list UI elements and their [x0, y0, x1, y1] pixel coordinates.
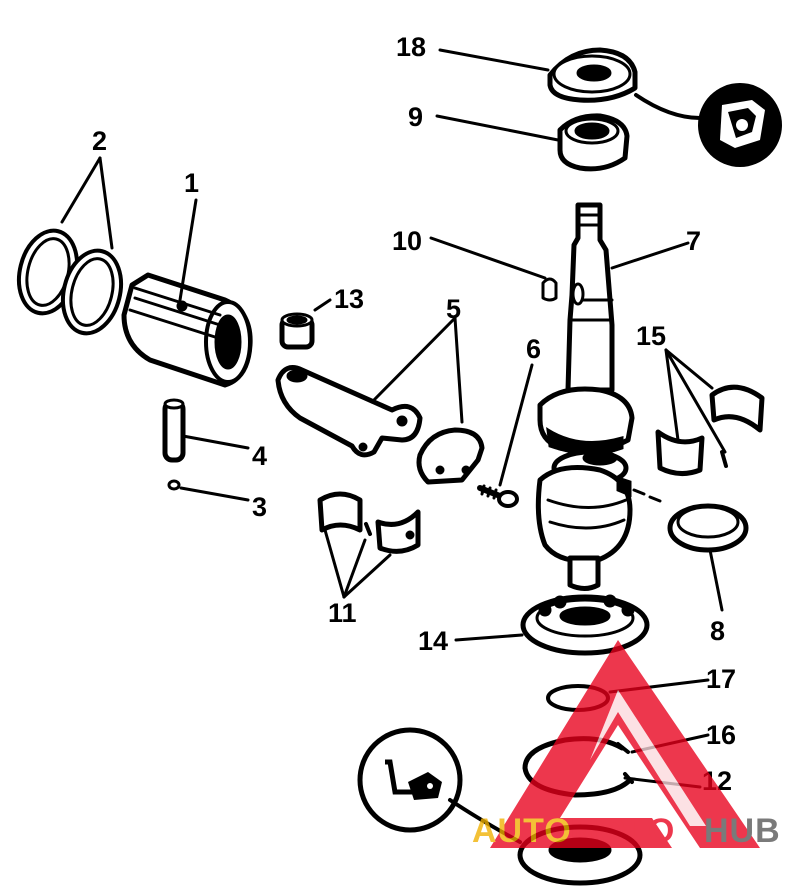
wrist-pin — [162, 398, 186, 463]
sealant-detail-icon-top — [634, 83, 782, 167]
callout-1: 1 — [184, 168, 199, 198]
pin-retainer — [167, 479, 181, 491]
callout-2: 2 — [92, 126, 107, 156]
upper-seal — [547, 47, 638, 103]
callout-7: 7 — [686, 226, 701, 256]
callout-9: 9 — [408, 102, 423, 132]
callout-13: 13 — [334, 284, 364, 314]
callout-18: 18 — [396, 32, 426, 62]
automotohub-watermark: AUTO MOTO HUB — [472, 640, 781, 850]
woodruff-key — [541, 277, 558, 302]
upper-needle-bearing — [557, 113, 630, 172]
callout-8: 8 — [710, 616, 725, 646]
cap-screw — [477, 484, 519, 508]
rod-bearing-halves — [317, 491, 421, 554]
callout-17: 17 — [706, 664, 736, 694]
sealant-detail-icon-bottom — [357, 727, 522, 844]
crankshaft — [535, 202, 635, 591]
watermark-text-hub: HUB — [704, 812, 781, 850]
callout-numbers: 1 2 3 4 5 6 7 8 9 10 11 12 13 14 15 16 1… — [92, 32, 736, 796]
watermark-text-moto: MOTO — [570, 812, 675, 850]
ball-bearing — [520, 594, 650, 656]
connecting-rod — [275, 365, 485, 485]
callout-4: 4 — [252, 441, 267, 471]
watermark-logo-triangle — [490, 640, 760, 848]
callout-11: 11 — [328, 598, 357, 628]
piston-rings — [16, 228, 124, 336]
callout-3: 3 — [252, 492, 267, 522]
watermark-text-auto: AUTO — [472, 812, 572, 850]
piston — [121, 272, 253, 388]
needle-bearing-small — [279, 312, 315, 350]
center-main-bearing — [667, 503, 749, 553]
callout-14: 14 — [418, 626, 448, 656]
callout-6: 6 — [526, 334, 541, 364]
main-bearing-halves — [655, 384, 765, 476]
callout-5: 5 — [446, 294, 461, 324]
callout-15: 15 — [636, 321, 666, 351]
callout-10: 10 — [392, 226, 422, 256]
callout-16: 16 — [706, 720, 736, 750]
